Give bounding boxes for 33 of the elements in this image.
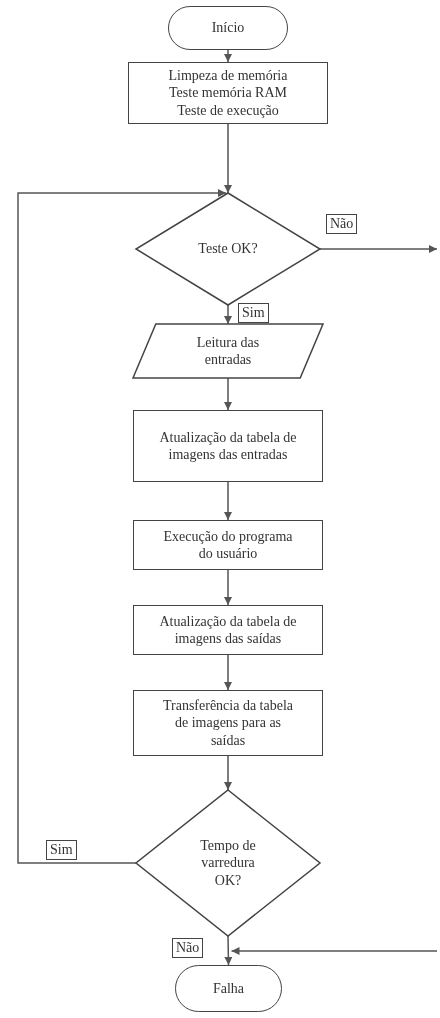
arrow xyxy=(224,481,232,521)
terminal-shape xyxy=(175,965,282,1012)
arrow xyxy=(224,755,232,791)
node-text: Atualização da tabela de imagens das entradas xyxy=(158,428,298,464)
arrow xyxy=(224,935,233,966)
arrow xyxy=(224,377,232,411)
process-box xyxy=(128,62,328,124)
process-box xyxy=(133,520,323,570)
edge-label: Sim xyxy=(46,840,77,861)
node-text: Início xyxy=(211,19,245,37)
terminal-shape xyxy=(168,6,288,50)
arrow xyxy=(224,569,232,606)
edge-label: Não xyxy=(326,214,358,235)
process-box xyxy=(133,410,323,482)
arrow xyxy=(224,123,232,194)
node-text: Transferência da tabela de imagens para as saídas xyxy=(161,696,295,750)
node-text: Execução do programa do usuário xyxy=(163,527,293,563)
edge-label: Não xyxy=(172,938,204,959)
node-text: Falha xyxy=(212,979,245,998)
arrow xyxy=(17,189,227,864)
edge-label: Sim xyxy=(238,303,269,324)
process-box xyxy=(133,605,323,655)
node-text: Teste OK? xyxy=(198,240,258,258)
node-text: Leitura das entradas xyxy=(195,333,261,369)
arrow xyxy=(224,49,232,63)
arrow xyxy=(230,947,438,955)
arrow xyxy=(224,654,232,691)
process-box xyxy=(133,690,323,756)
node-text: Limpeza de memória Teste memória RAM Teste de execução xyxy=(167,66,289,120)
node-text: Atualização da tabela de imagens das saídas xyxy=(158,612,298,648)
node-text: Tempo de varredura OK? xyxy=(199,836,257,890)
arrow xyxy=(224,304,232,325)
arrow xyxy=(319,245,438,253)
